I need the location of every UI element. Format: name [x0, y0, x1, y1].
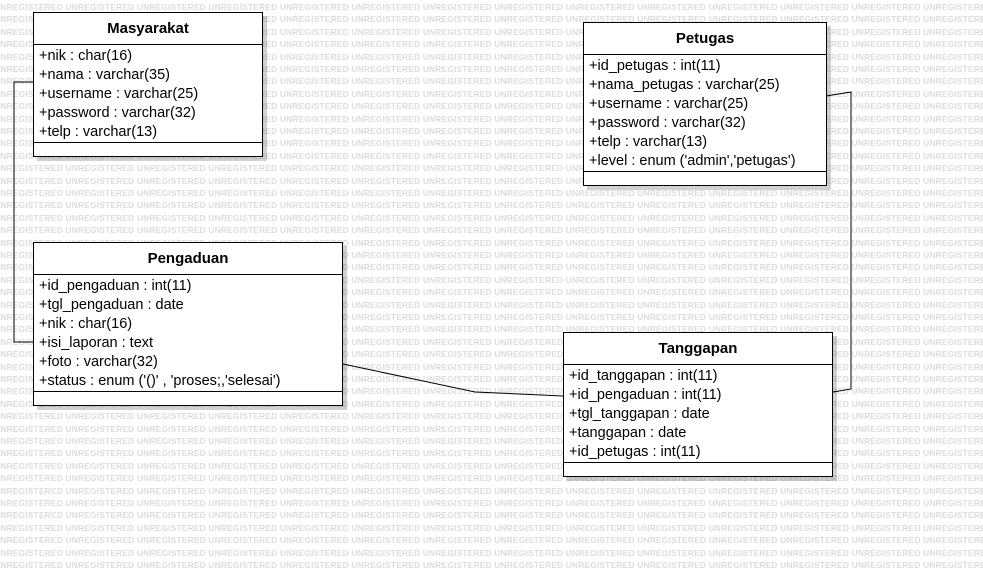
- attribute: +id_pengaduan : int(11): [39, 278, 192, 294]
- class-petugas-title: Petugas: [584, 23, 826, 55]
- class-masyarakat-operations: [34, 143, 262, 156]
- attribute: +telp : varchar(13): [39, 124, 158, 140]
- attribute: +tanggapan : date: [569, 425, 687, 441]
- class-petugas[interactable]: Petugas +id_petugas : int(11) +nama_petu…: [583, 22, 827, 186]
- class-tanggapan-attributes: +id_tanggapan : int(11) +id_pengaduan : …: [564, 365, 832, 463]
- attribute: +id_tanggapan : int(11): [569, 368, 718, 384]
- class-tanggapan-title: Tanggapan: [564, 333, 832, 365]
- class-pengaduan-title: Pengaduan: [34, 243, 342, 275]
- attribute: +username : varchar(25): [39, 86, 199, 102]
- attribute: +isi_laporan : text: [39, 335, 154, 351]
- class-masyarakat-attributes: +nik : char(16) +nama : varchar(35) +use…: [34, 45, 262, 143]
- class-tanggapan[interactable]: Tanggapan +id_tanggapan : int(11) +id_pe…: [563, 332, 833, 477]
- masyarakat-pengaduan-connector: [13, 81, 33, 343]
- attribute: +password : varchar(32): [589, 115, 746, 131]
- attribute: +password : varchar(32): [39, 105, 196, 121]
- attribute: +id_petugas : int(11): [589, 58, 721, 74]
- class-pengaduan-attributes: +id_pengaduan : int(11) +tgl_pengaduan :…: [34, 275, 342, 392]
- attribute: +id_petugas : int(11): [569, 444, 701, 460]
- attribute: +tgl_tanggapan : date: [569, 406, 710, 422]
- attribute: +tgl_pengaduan : date: [39, 297, 184, 313]
- attribute: +nama_petugas : varchar(25): [589, 77, 780, 93]
- attribute: +username : varchar(25): [589, 96, 749, 112]
- class-petugas-attributes: +id_petugas : int(11) +nama_petugas : va…: [584, 55, 826, 172]
- pengaduan-tanggapan-connector: [342, 363, 564, 397]
- petugas-tanggapan-connector: [825, 91, 852, 393]
- attribute: +nama : varchar(35): [39, 67, 170, 83]
- attribute: +nik : char(16): [39, 316, 133, 332]
- class-pengaduan[interactable]: Pengaduan +id_pengaduan : int(11) +tgl_p…: [33, 242, 343, 406]
- class-petugas-operations: [584, 172, 826, 185]
- class-tanggapan-operations: [564, 463, 832, 476]
- class-masyarakat-title: Masyarakat: [34, 13, 262, 45]
- attribute: +telp : varchar(13): [589, 134, 708, 150]
- attribute: +nik : char(16): [39, 48, 133, 64]
- class-pengaduan-operations: [34, 392, 342, 405]
- attribute: +level : enum ('admin','petugas'): [589, 153, 796, 169]
- attribute: +id_pengaduan : int(11): [569, 387, 722, 403]
- attribute: +status : enum ('()' , 'proses;,'selesai…: [39, 373, 281, 389]
- class-masyarakat[interactable]: Masyarakat +nik : char(16) +nama : varch…: [33, 12, 263, 157]
- attribute: +foto : varchar(32): [39, 354, 158, 370]
